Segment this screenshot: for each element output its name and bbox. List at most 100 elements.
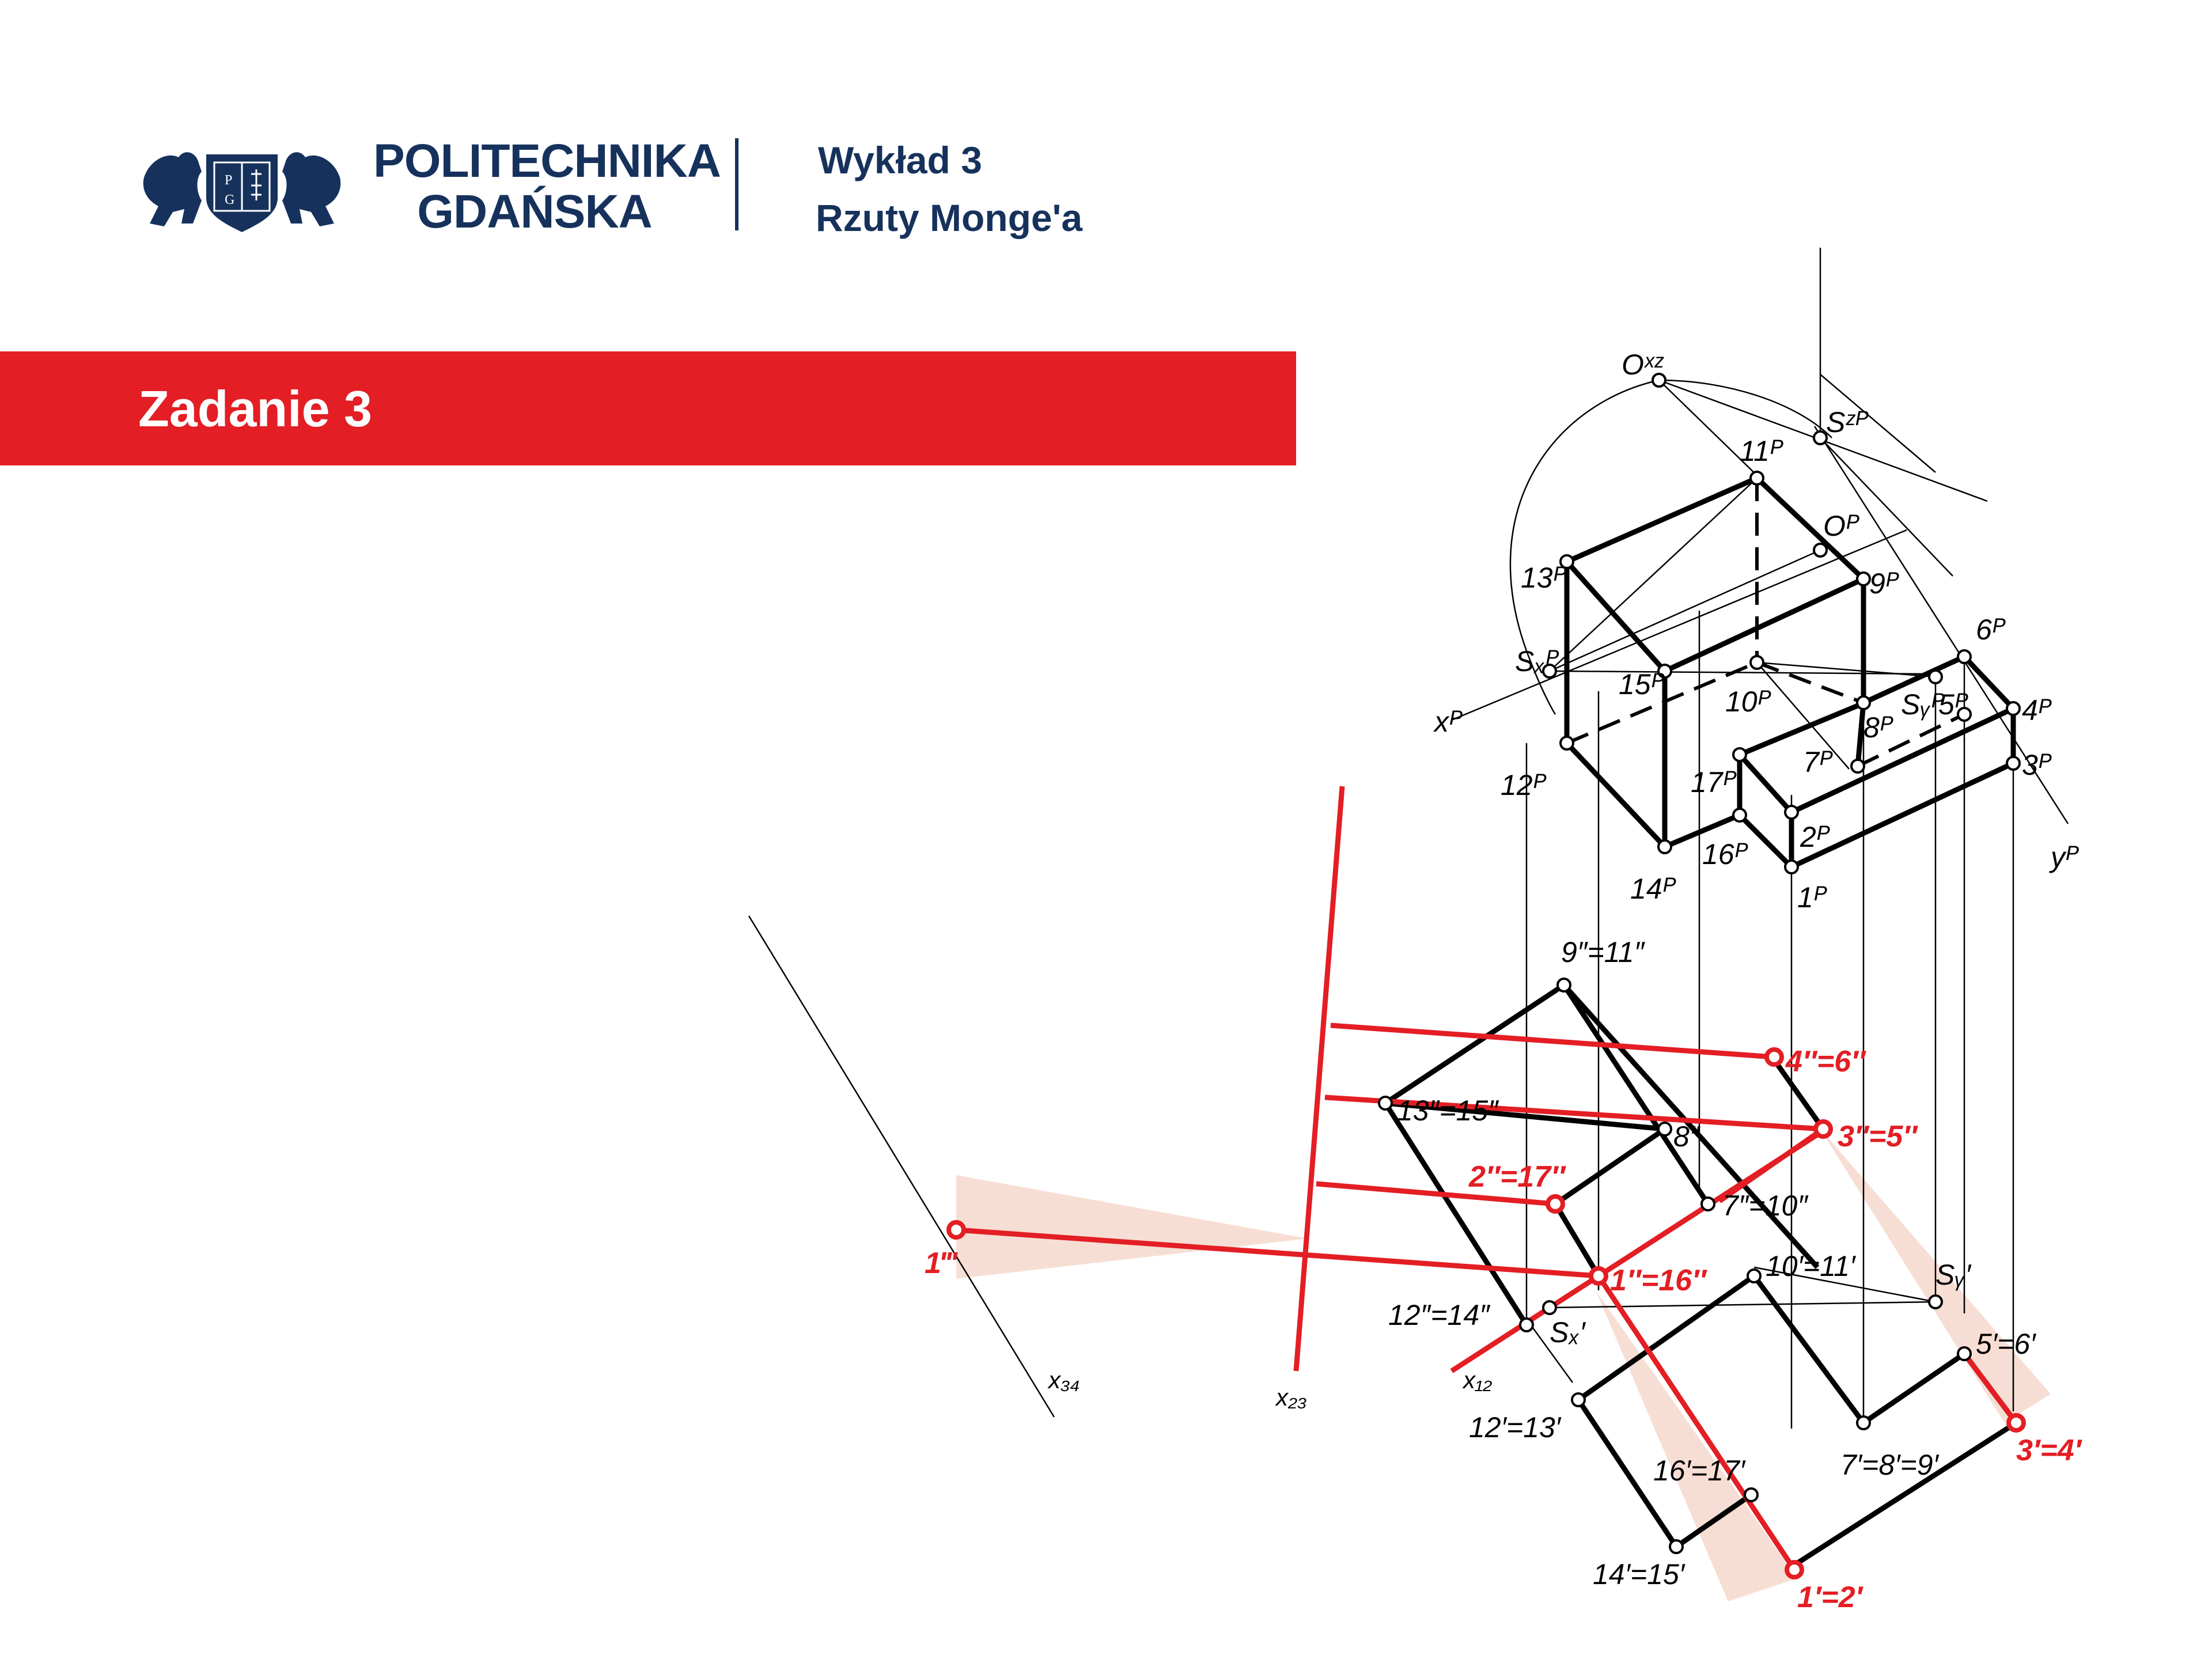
label-7-10: 7″=10″ (1722, 1190, 1809, 1222)
label-p3: 3ᴾ (2022, 749, 2052, 781)
view2-13-12 (1383, 1101, 1529, 1327)
label-op: Oᴾ (1823, 510, 1859, 542)
line-12-sx (1525, 1319, 1574, 1383)
label-oxz: Oˣᶻ (1622, 349, 1664, 381)
line-sx-p11 (1549, 478, 1758, 672)
task-title: Zadanie 3 (138, 380, 372, 437)
edge-13-15 (1565, 559, 1667, 673)
label-sx-prime: Sₓ′ (1550, 1316, 1586, 1349)
label-p6: 6ᴾ (1976, 613, 2006, 646)
axis-yp (1813, 426, 2069, 824)
logo-letter-p: P (225, 173, 232, 188)
logo-letter-g: G (225, 192, 234, 207)
label-p1: 1ᴾ (1797, 881, 1827, 914)
axis-xp (1451, 529, 1907, 721)
label-yp: yᴾ (2049, 841, 2079, 873)
edge-17-7 (1738, 703, 1859, 757)
label-1-16: 1″=16″ (1610, 1264, 1707, 1297)
label-10-11: 10′=11′ (1766, 1250, 1856, 1282)
line-sx-prime (1549, 1301, 1936, 1309)
edge-15-9 (1664, 576, 1865, 674)
label-2-17: 2″=17″ (1468, 1160, 1566, 1194)
label-1-view4: 1‴ (925, 1247, 958, 1280)
view2-2-1 (1553, 1202, 1601, 1278)
edge-12-14 (1565, 741, 1667, 849)
label-p8: 8ᴾ (1863, 711, 1893, 744)
label-sz: Sᶻᴾ (1826, 406, 1869, 438)
view1-10-7 (1752, 1274, 1866, 1425)
hidden-7-5 (1857, 713, 1965, 768)
label-p5: 5ᴾ (1938, 688, 1968, 721)
label-9-11: 9″=11″ (1561, 936, 1646, 968)
view2-8-2 (1554, 1127, 1666, 1206)
label-p13: 13ᴾ (1521, 562, 1567, 594)
label-p15: 15ᴾ (1619, 668, 1665, 700)
axis-x23 (1293, 786, 1345, 1372)
university-logo: P G (143, 152, 341, 232)
label-sy-prime: Sᵧ′ (1936, 1259, 1972, 1291)
label-4-6: 4″=6″ (1785, 1045, 1866, 1078)
label-x23: x₂₃ (1275, 1384, 1307, 1411)
label-xp: xᴾ (1433, 706, 1463, 738)
red-line-2 (1316, 1181, 1556, 1207)
line-sx-sy (1549, 670, 1936, 675)
university-name: POLITECHNIKA GDAŃSKA (373, 136, 721, 238)
label-x12: x₁₂ (1462, 1366, 1492, 1393)
label-p16: 16ᴾ (1702, 838, 1748, 870)
edge-2-3 (1790, 706, 2014, 815)
view2-13-8 (1385, 1100, 1665, 1132)
line-sz-diag (1820, 437, 1953, 577)
vertex-markers (1378, 373, 2021, 1554)
edge-8-5 (1862, 654, 1965, 706)
label-1-2: 1′=2′ (1797, 1581, 1864, 1614)
label-p17: 17ᴾ (1691, 766, 1737, 798)
edge-17-2 (1737, 752, 1794, 815)
axis-x34 (748, 915, 1055, 1418)
highlight-wedge-left (956, 1175, 1308, 1279)
header-divider (735, 138, 738, 230)
hidden-10-8 (1756, 661, 1865, 704)
label-13-15: 13″=15″ (1397, 1094, 1499, 1127)
lecture-info: Wykład 3 Rzuty Monge'a (816, 131, 1083, 247)
view1-12-14 (1576, 1398, 1679, 1548)
highlight-wedge-bottom (1596, 1290, 1797, 1601)
construction-arc-upper (1658, 379, 1832, 438)
view1-14-1 (1675, 1493, 1753, 1549)
label-sy: Sᵧᴾ (1901, 688, 1945, 721)
drawing-labels: Oˣᶻ Sᶻᴾ 11ᴾ Oᴾ 13ᴾ 9ᴾ 6ᴾ Sₓᴾ 15ᴾ 10ᴾ Sᵧᴾ… (925, 349, 2083, 1614)
view1-12-10 (1577, 1274, 1756, 1402)
red-line-1-to-12 (1596, 1274, 1797, 1571)
task-banner: Zadanie 3 (0, 351, 1296, 465)
edge-3-1 (1790, 760, 2014, 870)
edge-13-11-9 (1566, 475, 1866, 581)
label-p12: 12ᴾ (1501, 769, 1547, 801)
label-p7: 7ᴾ (1803, 746, 1833, 778)
label-p2: 2ᴾ (1800, 821, 1830, 853)
view2-4-3 (1772, 1058, 1825, 1131)
line-p10-sy (1756, 661, 1936, 678)
label-3-4: 3′=4′ (2016, 1434, 2083, 1467)
lecture-topic: Rzuty Monge'a (816, 196, 1083, 239)
red-vertex-markers (946, 1047, 2026, 1580)
view2-9-7 (1562, 983, 1710, 1206)
line-10-11-sy (1753, 1266, 1936, 1303)
university-name-line2: GDAŃSKA (417, 185, 653, 238)
edge-14-16 (1664, 812, 1741, 850)
label-p14: 14ᴾ (1630, 873, 1676, 905)
red-line-3-to-34 (1718, 1127, 1825, 1203)
edge-16-1 (1737, 813, 1794, 869)
edge-6-4 (1962, 654, 2016, 711)
red-line-4 (1330, 1022, 1775, 1060)
red-line-3 (1324, 1094, 1824, 1132)
red-construction (956, 786, 2018, 1571)
label-p11: 11ᴾ (1740, 435, 1783, 467)
label-sx: Sₓᴾ (1515, 645, 1559, 677)
label-p10: 10ᴾ (1725, 685, 1771, 718)
label-16-17: 16′=17′ (1653, 1455, 1746, 1487)
red-line-1 (956, 1227, 1599, 1279)
lecture-number: Wykład 3 (818, 139, 982, 181)
edge-8-7 (1855, 702, 1866, 767)
right-lion-icon (282, 152, 341, 226)
line-sz-vert (1820, 374, 1936, 473)
